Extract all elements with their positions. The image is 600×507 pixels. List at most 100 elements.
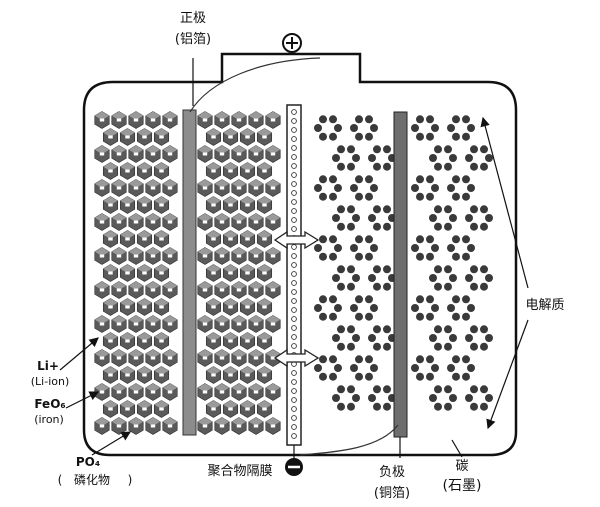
feo6-facet [145, 315, 161, 324]
carbon-atom [334, 184, 342, 192]
carbon-atom [431, 184, 439, 192]
li-ion-site [99, 356, 105, 360]
carbon-atom [350, 124, 358, 132]
separator-pore [291, 343, 297, 349]
li-ion-site [142, 237, 147, 241]
li-ion-site [99, 220, 105, 224]
feo6-facet [231, 417, 247, 426]
feo6-facet [162, 383, 178, 392]
li-ion-site [159, 339, 164, 343]
feo6-facet [111, 145, 127, 154]
feo6-facet [154, 196, 169, 205]
carbon-atom [462, 115, 470, 124]
li-ion-site [108, 169, 113, 173]
carbon-atom [368, 214, 376, 222]
carbon-atom [337, 385, 345, 394]
feo6-facet [231, 383, 247, 392]
feo6-facet [265, 281, 281, 290]
li-ion-site [133, 152, 139, 156]
carbon-atom [334, 364, 342, 372]
li-ion-site [245, 407, 250, 411]
li-ion-site [253, 220, 259, 224]
li-ion-site [125, 407, 130, 411]
carbon-atom [449, 274, 457, 282]
separator-pore [291, 262, 297, 268]
li-ion-site [211, 237, 216, 241]
feo6-facet [206, 128, 221, 137]
li-ion-site [202, 322, 208, 326]
feo6-facet [120, 128, 135, 137]
carbon-atom [319, 295, 327, 304]
carbon-atom [467, 364, 475, 372]
carbon-atom [368, 154, 376, 162]
feo6-facet [111, 315, 127, 324]
carbon-atom [467, 184, 475, 192]
feo6-facet [257, 264, 272, 273]
feo6-facet [162, 111, 178, 120]
feo6-facet [162, 247, 178, 256]
carbon-atom [365, 175, 373, 184]
feo6-facet [240, 366, 255, 375]
li-ion-site [219, 356, 225, 360]
feo6-facet [120, 366, 135, 375]
li-ion-site [262, 169, 267, 173]
li-ion-site [262, 203, 267, 207]
carbon-atom [355, 235, 363, 244]
separator-pore [291, 127, 297, 133]
li-ion-site [253, 186, 259, 190]
feo6-facet [206, 332, 221, 341]
li-ion-site [133, 186, 139, 190]
carbon-atom [347, 402, 355, 411]
carbon-atom [383, 145, 391, 154]
li-ion-site [236, 390, 242, 394]
feo6-facet [103, 298, 118, 307]
feo6-facet [103, 128, 118, 137]
feo6-facet [197, 417, 213, 426]
feo6-facet [162, 213, 178, 222]
li-ion-site [228, 407, 233, 411]
li-ion-site [262, 339, 267, 343]
carbon-atom [319, 355, 327, 364]
li-ion-site [228, 169, 233, 173]
carbon-atom [373, 325, 381, 334]
feo6-facet [214, 247, 230, 256]
li-ion-site [125, 271, 130, 275]
carbon-atom [462, 312, 470, 321]
feo6-facet [223, 366, 238, 375]
feo6-facet [94, 213, 110, 222]
carbon-atom [426, 252, 434, 261]
feo6-facet [257, 196, 272, 205]
feo6-facet [103, 264, 118, 273]
separator-pore [291, 334, 297, 340]
label-negative-material: (铜箔) [374, 485, 410, 501]
carbon-atom [434, 222, 442, 231]
carbon-atom [444, 402, 452, 411]
separator-pore [291, 433, 297, 439]
carbon-atom [411, 184, 419, 192]
carbon-atom [329, 175, 337, 184]
li-ion-site [219, 254, 225, 258]
label-li-ion: Li+ [37, 359, 59, 373]
carbon-atom [319, 175, 327, 184]
feo6-facet [137, 400, 152, 409]
carbon-atom [426, 192, 434, 201]
carbon-atom [334, 244, 342, 252]
carbon-atom [383, 222, 391, 231]
feo6-facet [103, 162, 118, 171]
carbon-atom [426, 355, 434, 364]
li-ion-site [150, 186, 156, 190]
feo6-facet [197, 349, 213, 358]
carbon-atom [470, 402, 478, 411]
negative-current-collector [393, 111, 408, 438]
li-ion-site [167, 322, 173, 326]
li-ion-site [211, 339, 216, 343]
li-ion-site [150, 152, 156, 156]
li-ion-site [262, 373, 267, 377]
carbon-atom [329, 115, 337, 124]
feo6-facet [162, 349, 178, 358]
li-ion-site [133, 220, 139, 224]
feo6-facet [248, 349, 264, 358]
carbon-atom [365, 235, 373, 244]
carbon-atom [383, 342, 391, 351]
feo6-facet [120, 162, 135, 171]
